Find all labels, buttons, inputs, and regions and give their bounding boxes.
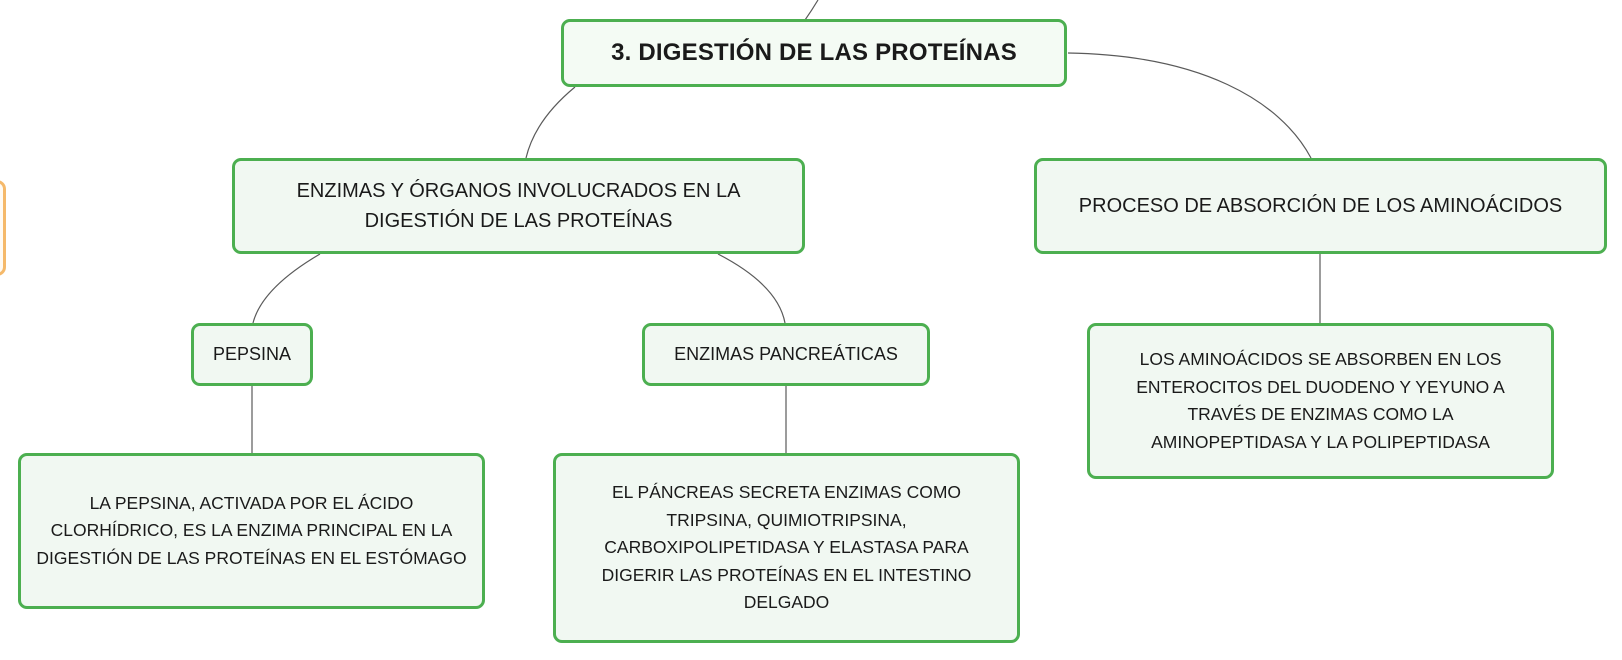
enzimas-organos-node[interactable]: ENZIMAS Y ÓRGANOS INVOLUCRADOS EN LA DIG… (232, 158, 805, 254)
pancreas-detalle-label: EL PÁNCREAS SECRETA ENZIMAS COMO TRIPSIN… (601, 482, 972, 613)
connector-root-to-enzimas-organos (525, 86, 576, 159)
absorcion-detalle-node[interactable]: LOS AMINOÁCIDOS SE ABSORBEN EN LOS ENTER… (1087, 323, 1554, 479)
pepsina-label: PEPSINA (212, 344, 292, 364)
connector-enzimas-organos-to-pancreaticas (717, 253, 786, 324)
pepsina-detalle-label: LA PEPSINA, ACTIVADA POR EL ÁCIDO CLORHÍ… (36, 492, 467, 568)
enzimas-pancreaticas-label: ENZIMAS PANCREÁTICAS (674, 344, 898, 364)
adjacent-topic-node[interactable] (0, 180, 6, 276)
pepsina-detalle-node[interactable]: LA PEPSINA, ACTIVADA POR EL ÁCIDO CLORHÍ… (18, 453, 485, 609)
connector-parent-to-root (804, 0, 819, 21)
absorcion-detalle-label: LOS AMINOÁCIDOS SE ABSORBEN EN LOS ENTER… (1136, 349, 1505, 452)
connector-enzimas-organos-to-pepsina (252, 253, 321, 324)
root-topic-node[interactable]: 3. DIGESTIÓN DE LAS PROTEÍNAS (561, 19, 1067, 87)
enzimas-pancreaticas-node[interactable]: ENZIMAS PANCREÁTICAS (642, 323, 930, 386)
pepsina-node[interactable]: PEPSINA (191, 323, 313, 386)
proceso-absorcion-node[interactable]: PROCESO DE ABSORCIÓN DE LOS AMINOÁCIDOS (1034, 158, 1607, 254)
root-topic-label: 3. DIGESTIÓN DE LAS PROTEÍNAS (611, 39, 1017, 66)
connector-root-to-proceso-absorcion (1067, 52, 1312, 159)
pancreas-detalle-node[interactable]: EL PÁNCREAS SECRETA ENZIMAS COMO TRIPSIN… (553, 453, 1020, 643)
proceso-absorcion-label: PROCESO DE ABSORCIÓN DE LOS AMINOÁCIDOS (1078, 195, 1563, 217)
enzimas-organos-label: ENZIMAS Y ÓRGANOS INVOLUCRADOS EN LA DIG… (296, 180, 741, 232)
